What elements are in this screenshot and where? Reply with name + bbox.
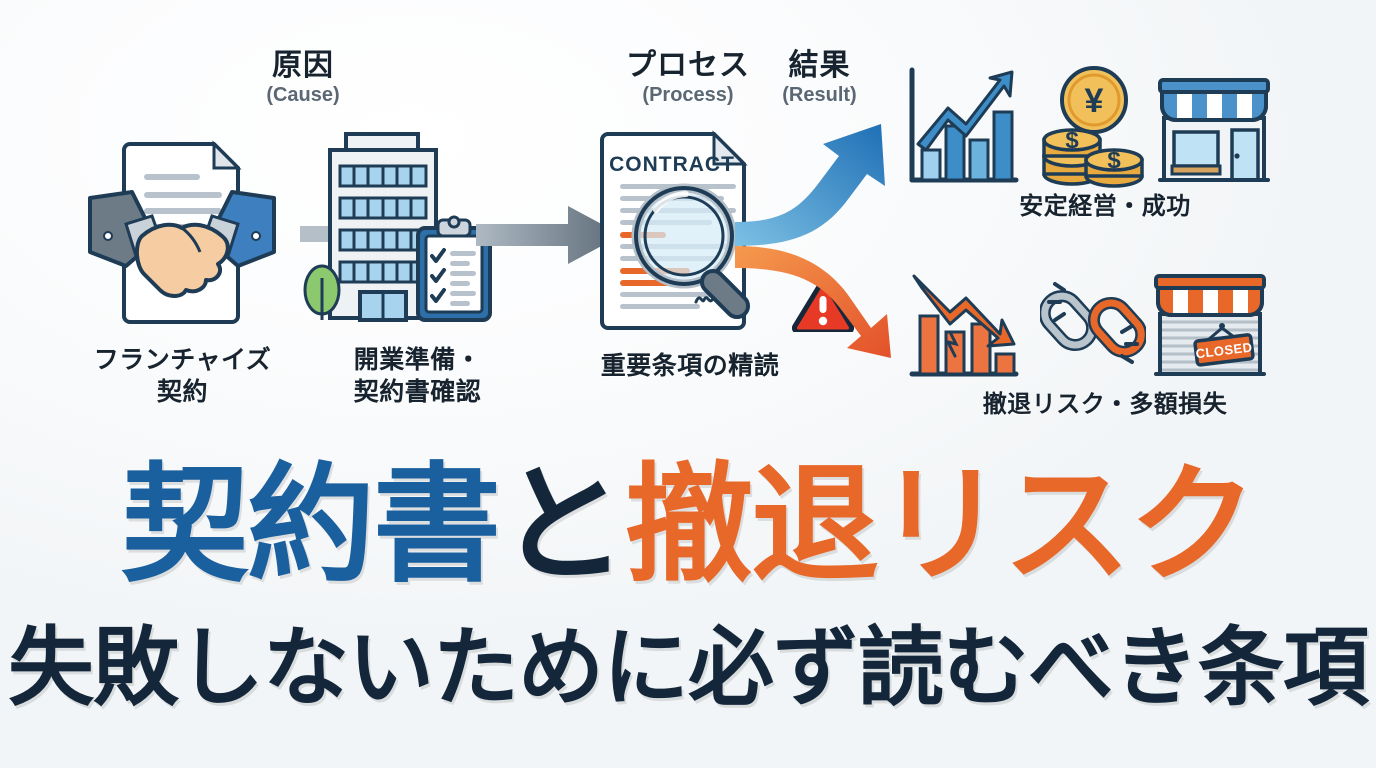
phase-label-cause: 原因 (Cause)	[218, 50, 388, 106]
caption-franchise-contract: フランチャイズ 契約	[75, 344, 290, 408]
phase-label-result-jp: 結果	[788, 49, 851, 82]
yen-coins-icon: $ $ ¥	[1038, 62, 1150, 192]
caption-success-outcome: 安定経営・成功	[1019, 193, 1191, 220]
orange-down-arrow	[735, 240, 915, 360]
caption-prep-line2: 契約書確認	[353, 378, 482, 406]
growth-chart-icon	[904, 62, 1020, 192]
page-title: 契約書と撤退リスク	[0, 462, 1376, 590]
phase-label-cause-jp: 原因	[272, 49, 334, 82]
caption-opening-prep: 開業準備・ 契約書確認	[310, 344, 525, 408]
page-subtitle: 失敗しないために必ず読むべき条項	[8, 620, 1369, 716]
warning-triangle-icon	[792, 276, 854, 335]
phase-label-result-en: (Result)	[782, 83, 857, 106]
open-shop-icon	[1156, 62, 1272, 192]
phase-label-result: 結果 (Result)	[752, 50, 887, 106]
broken-chain-icon	[1038, 262, 1148, 386]
blue-up-arrow	[735, 118, 915, 248]
svg-text:$: $	[1107, 147, 1121, 174]
headline-part-contract: 契約書	[120, 454, 501, 597]
caption-read-key-clauses: 重要条項の精読	[600, 352, 780, 380]
handshake-contract-icon	[86, 132, 278, 328]
caption-prep-line1: 開業準備・	[353, 346, 482, 374]
closed-shop-icon: CLOSED	[1150, 262, 1270, 386]
phase-label-cause-en: (Cause)	[266, 83, 340, 106]
phase-label-process-en: (Process)	[642, 83, 734, 106]
office-building-checklist-icon	[300, 118, 500, 330]
svg-text:¥: ¥	[1085, 82, 1104, 120]
contract-magnifier-icon: CONTRACT	[592, 126, 778, 334]
closed-sign-text: CLOSED	[1195, 339, 1254, 361]
caption-franchise-line1: フランチャイズ	[93, 346, 272, 374]
caption-failure-outcome: 撤退リスク・多額損失	[982, 391, 1228, 418]
phase-label-process-jp: プロセス	[626, 49, 750, 82]
headline-part-and: と	[498, 454, 627, 597]
decline-chart-icon	[904, 262, 1020, 386]
gray-process-arrow	[476, 200, 624, 270]
svg-text:$: $	[1065, 127, 1079, 154]
phase-label-process: プロセス (Process)	[603, 50, 773, 106]
caption-franchise-line2: 契約	[156, 378, 208, 406]
contract-title-text: CONTRACT	[609, 153, 735, 176]
headline-part-risk: 撤退リスク	[625, 454, 1257, 597]
